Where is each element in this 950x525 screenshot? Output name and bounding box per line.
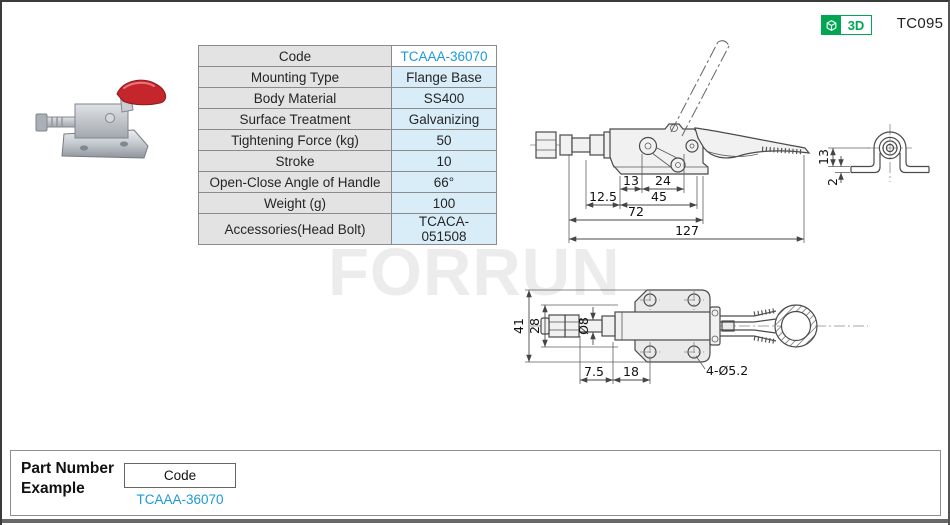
table-row: Tightening Force (kg)50 [198, 129, 497, 151]
spec-value-code[interactable]: TCAAA-36070 [391, 45, 497, 67]
dim-24-label: 24 [655, 173, 671, 188]
spec-value: Galvanizing [391, 108, 497, 130]
spec-label: Surface Treatment [198, 108, 392, 130]
bottom-divider-bar [2, 519, 948, 523]
clamp-body-side [609, 123, 709, 175]
dim-72-label: 72 [628, 204, 644, 219]
spec-label: Open-Close Angle of Handle [198, 171, 392, 193]
cube-3d-icon [821, 15, 841, 35]
dim-41-label: 41 [511, 318, 526, 334]
table-row: Accessories(Head Bolt)TCACA-051508 [198, 213, 497, 245]
spec-value: TCACA-051508 [391, 213, 497, 245]
spec-value: Flange Base [391, 66, 497, 88]
side-view-drawing: 13 24 12.5 45 72 127 [530, 40, 811, 243]
dim-7-5-label: 7.5 [584, 364, 604, 379]
handle-open-phantom [670, 40, 730, 137]
dim-12-5-label: 12.5 [589, 189, 617, 204]
clamp-body-top [614, 311, 711, 341]
spec-label: Mounting Type [198, 66, 392, 88]
dim-18-label: 18 [623, 364, 639, 379]
dim-13-label: 13 [623, 173, 639, 188]
handle-top [709, 304, 818, 348]
dim-28-label: 28 [527, 318, 542, 334]
dim-bracket-2-label: 2 [825, 178, 840, 186]
spec-value: 10 [391, 150, 497, 172]
dim-shaft-diameter-label: Ø8 [576, 317, 591, 335]
end-view-drawing: 13 2 [816, 124, 930, 186]
product-code: TC095 [896, 15, 944, 32]
spec-label: Body Material [198, 87, 392, 109]
watermark-logo: FORRUN [328, 235, 621, 310]
handle-grip-ring [774, 304, 818, 348]
code-label-box: Code [124, 463, 236, 488]
dim-holes-label: 4-Ø5.2 [706, 363, 748, 378]
spec-value: SS400 [391, 87, 497, 109]
table-row: Weight (g)100 [198, 192, 497, 214]
dim-45-label: 45 [651, 189, 667, 204]
part-number-example-section: Part Number Example Code TCAAA-36070 [10, 450, 941, 516]
flange-plate-top [634, 289, 711, 363]
part-number-example-title: Part Number Example [21, 460, 115, 498]
3d-model-badge[interactable]: 3D [821, 15, 872, 35]
dim-bracket-13-label: 13 [816, 149, 831, 165]
dim-127-label: 127 [675, 223, 699, 238]
product-photo [35, 79, 167, 159]
spec-value: 50 [391, 129, 497, 151]
example-code-value[interactable]: TCAAA-36070 [136, 492, 224, 507]
spec-label: Code [198, 45, 392, 67]
3d-badge-label: 3D [841, 15, 872, 35]
spec-value: 66° [391, 171, 497, 193]
mounting-holes [640, 290, 704, 362]
spec-value: 100 [391, 192, 497, 214]
spec-label: Stroke [198, 150, 392, 172]
spec-label: Accessories(Head Bolt) [198, 213, 392, 245]
toggle-clamp-photo [35, 79, 167, 159]
handle-closed-side [694, 127, 811, 159]
spec-label: Tightening Force (kg) [198, 129, 392, 151]
spec-label: Weight (g) [198, 192, 392, 214]
